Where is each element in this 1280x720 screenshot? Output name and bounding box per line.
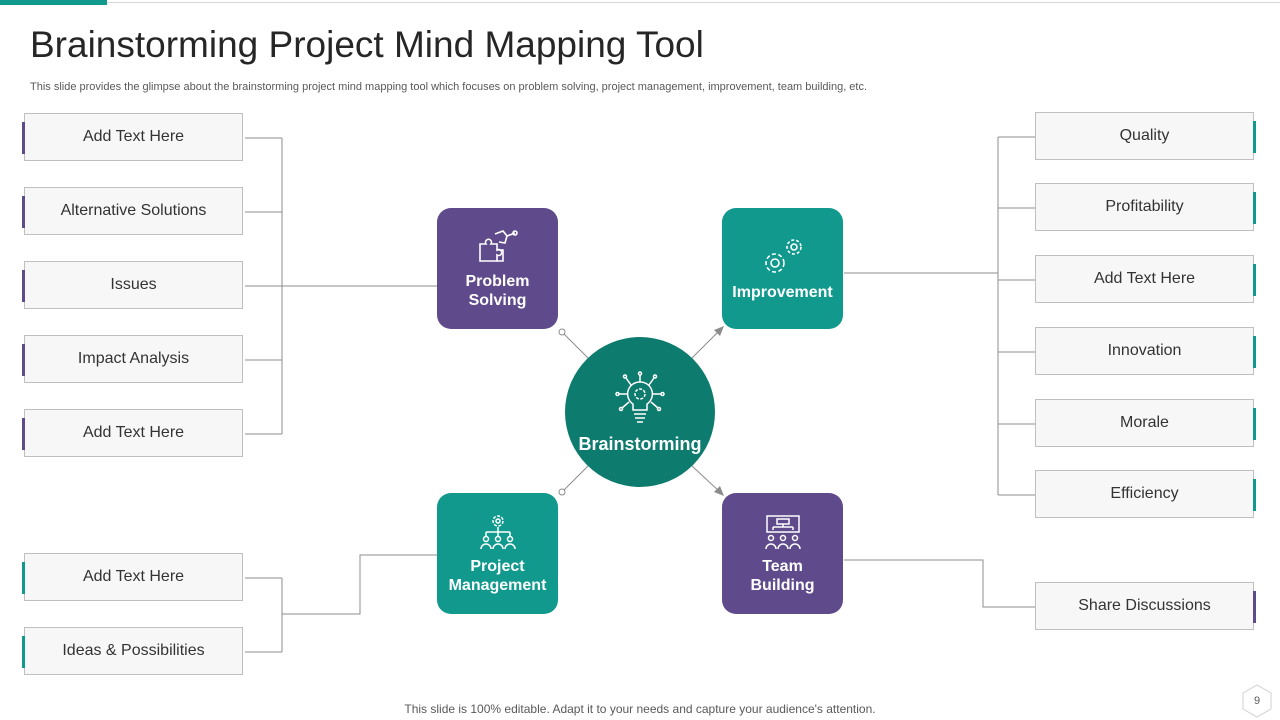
right-bottom-item-1-label: Share Discussions — [1078, 597, 1211, 614]
node-problem-solving-line2: Solving — [468, 291, 527, 309]
left-bottom-item-2-accent — [22, 636, 25, 668]
node-improvement: Improvement — [722, 208, 843, 329]
puzzle-icon — [478, 229, 518, 262]
right-top-item-2-accent — [1253, 192, 1256, 224]
right-top-item-3-label: Add Text Here — [1093, 270, 1196, 287]
page-number: 9 — [1253, 695, 1261, 707]
right-top-item-1: Quality — [1035, 112, 1256, 160]
node-project-management: Project Management — [437, 493, 558, 614]
left-top-item-3-accent — [22, 270, 25, 302]
hierarchy-gear-icon — [479, 514, 516, 549]
node-project-management-line1: Project — [470, 557, 525, 575]
top-rule — [107, 2, 1280, 3]
right-top-item-6-label: Efficiency — [1110, 485, 1179, 502]
node-improvement-label: Improvement — [732, 284, 833, 301]
right-top-item-2: Profitability — [1035, 183, 1256, 231]
left-top-item-4: Impact Analysis — [22, 335, 243, 383]
page-subtitle: This slide provides the glimpse about th… — [30, 81, 868, 93]
top-accent-block — [0, 0, 107, 5]
right-top-item-5-accent — [1253, 408, 1256, 440]
left-top-item-4-label: Impact Analysis — [77, 350, 190, 367]
node-team-building-line2: Building — [750, 576, 815, 594]
left-top-item-1: Add Text Here — [22, 113, 243, 161]
node-problem-solving-line1: Problem — [465, 272, 530, 290]
left-top-item-2-accent — [22, 196, 25, 228]
right-top-item-5-label: Morale — [1120, 414, 1169, 431]
left-bottom-item-2: Ideas & Possibilities — [22, 627, 243, 675]
right-top-item-4-label: Innovation — [1107, 342, 1182, 359]
left-top-item-1-label: Add Text Here — [82, 128, 185, 145]
right-top-item-5: Morale — [1035, 399, 1256, 447]
gears-icon — [764, 239, 802, 273]
top-accent-bar — [0, 0, 1280, 5]
node-problem-solving: Problem Solving — [437, 208, 558, 329]
left-top-item-1-accent — [22, 122, 25, 154]
right-bottom-item-1-accent — [1253, 591, 1256, 623]
right-bottom-item-1: Share Discussions — [1035, 582, 1256, 630]
left-top-item-4-accent — [22, 344, 25, 376]
left-bottom-item-2-label: Ideas & Possibilities — [62, 642, 205, 659]
left-top-item-2-label: Alternative Solutions — [60, 202, 207, 219]
left-top-item-5-label: Add Text Here — [82, 424, 185, 441]
left-bottom-item-1: Add Text Here — [22, 553, 243, 601]
center-hub: Brainstorming — [565, 337, 715, 487]
hexagon-icon — [1242, 684, 1272, 718]
right-top-item-1-accent — [1253, 121, 1256, 153]
node-team-building-line1: Team — [762, 557, 803, 575]
left-top-item-5: Add Text Here — [22, 409, 243, 457]
left-bottom-item-1-accent — [22, 562, 25, 594]
left-top-item-3-label: Issues — [110, 276, 157, 293]
right-top-item-6-accent — [1253, 479, 1256, 511]
lightbulb-circuit-icon — [615, 370, 665, 423]
left-top-item-2: Alternative Solutions — [22, 187, 243, 235]
left-top-item-3: Issues — [22, 261, 243, 309]
footer-note: This slide is 100% editable. Adapt it to… — [404, 702, 876, 716]
right-top-item-3: Add Text Here — [1035, 255, 1256, 303]
right-top-item-4-accent — [1253, 336, 1256, 368]
right-top-item-4: Innovation — [1035, 327, 1256, 375]
left-top-item-5-accent — [22, 418, 25, 450]
right-top-item-2-label: Profitability — [1105, 198, 1184, 215]
right-top-item-6: Efficiency — [1035, 470, 1256, 518]
node-project-management-line2: Management — [448, 576, 547, 594]
page-title: Brainstorming Project Mind Mapping Tool — [30, 24, 704, 65]
node-team-building: Team Building — [722, 493, 843, 614]
right-top-item-3-accent — [1253, 264, 1256, 296]
page-number-badge: 9 — [1240, 684, 1274, 718]
team-board-icon — [764, 514, 801, 549]
left-bottom-item-1-label: Add Text Here — [82, 568, 185, 585]
center-hub-label: Brainstorming — [578, 433, 702, 454]
right-top-item-1-label: Quality — [1119, 127, 1170, 144]
